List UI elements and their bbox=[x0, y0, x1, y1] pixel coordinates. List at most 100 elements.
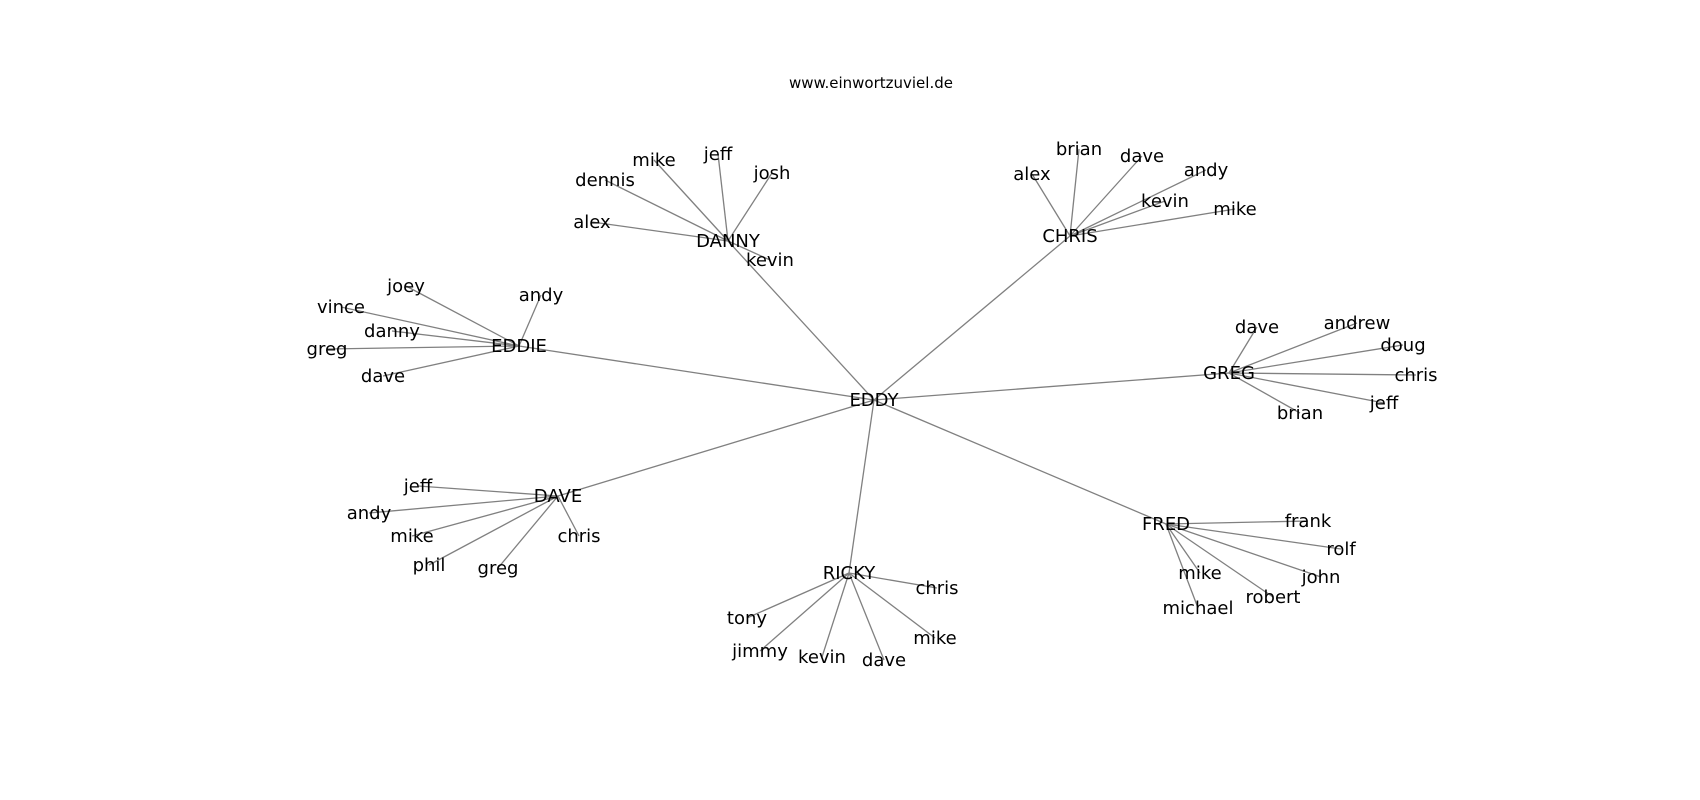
edge-eddie-dave bbox=[382, 345, 520, 377]
edge-center-fred bbox=[873, 399, 1167, 525]
leaf-node-label-danny-alex: alex bbox=[573, 212, 611, 233]
leaf-node-label-fred-john: john bbox=[1301, 567, 1341, 588]
edge-center-greg bbox=[873, 372, 1230, 401]
leaf-node-label-eddie-greg: greg bbox=[307, 339, 348, 360]
edge-center-danny bbox=[727, 240, 875, 401]
edge-eddie-andy bbox=[518, 294, 542, 347]
leaf-node-label-ricky-tony: tony bbox=[727, 608, 767, 629]
edge-danny-kevin bbox=[727, 240, 771, 261]
edge-fred-frank bbox=[1165, 520, 1309, 525]
edge-fred-mike bbox=[1165, 523, 1201, 574]
leaf-node-label-dave-andy: andy bbox=[347, 503, 392, 524]
leaf-node-label-dave-phil: phil bbox=[413, 555, 446, 576]
edge-chris-mike bbox=[1069, 208, 1236, 237]
edge-chris-dave bbox=[1069, 155, 1143, 237]
leaf-node-label-greg-dave: dave bbox=[1235, 317, 1279, 338]
center-node-label: EDDY bbox=[849, 390, 899, 411]
leaf-node-label-danny-kevin: kevin bbox=[746, 250, 794, 271]
edge-dave-phil bbox=[428, 495, 559, 566]
leaf-node-label-eddie-dave: dave bbox=[361, 366, 405, 387]
leaf-node-label-dave-chris: chris bbox=[557, 526, 600, 547]
edge-chris-kevin bbox=[1069, 200, 1166, 237]
edge-ricky-jimmy bbox=[759, 572, 850, 652]
leaf-node-label-chris-kevin: kevin bbox=[1141, 191, 1189, 212]
leaf-node-label-danny-josh: josh bbox=[753, 163, 791, 184]
edge-greg-chris bbox=[1228, 372, 1417, 376]
edge-danny-jeff bbox=[717, 153, 729, 242]
edge-fred-robert bbox=[1165, 523, 1274, 598]
hub-node-label-eddie: EDDIE bbox=[491, 336, 547, 357]
leaf-node-label-ricky-kevin: kevin bbox=[798, 647, 846, 668]
edge-center-eddie bbox=[518, 345, 875, 401]
leaf-node-label-greg-doug: doug bbox=[1380, 335, 1425, 356]
graph-edges bbox=[326, 148, 1417, 661]
leaf-node-label-chris-andy: andy bbox=[1184, 160, 1229, 181]
edge-chris-alex bbox=[1031, 173, 1071, 237]
leaf-node-label-greg-brian: brian bbox=[1277, 403, 1323, 424]
hub-node-label-chris: CHRIS bbox=[1042, 226, 1097, 247]
hub-node-label-greg: GREG bbox=[1203, 363, 1255, 384]
hub-node-label-danny: DANNY bbox=[696, 231, 761, 252]
leaf-node-label-ricky-dave: dave bbox=[862, 650, 906, 671]
leaf-node-label-fred-mike: mike bbox=[1178, 563, 1221, 584]
leaf-node-label-ricky-chris: chris bbox=[915, 578, 958, 599]
edge-dave-mike bbox=[411, 495, 559, 537]
site-title: www.einwortzuviel.de bbox=[789, 74, 953, 92]
leaf-node-label-dave-greg: greg bbox=[478, 558, 519, 579]
edge-danny-josh bbox=[727, 172, 773, 242]
edge-dave-andy bbox=[368, 495, 559, 514]
leaf-node-label-eddie-danny: danny bbox=[364, 321, 420, 342]
edge-ricky-kevin bbox=[821, 572, 850, 658]
leaf-node-label-dave-mike: mike bbox=[390, 526, 433, 547]
edge-ricky-tony bbox=[746, 572, 850, 619]
leaf-node-label-chris-brian: brian bbox=[1056, 139, 1102, 160]
edge-greg-brian bbox=[1228, 372, 1301, 414]
leaf-node-label-eddie-joey: joey bbox=[386, 276, 425, 297]
edge-eddie-vince bbox=[340, 306, 520, 347]
edge-dave-greg bbox=[497, 495, 559, 569]
leaf-node-label-greg-chris: chris bbox=[1394, 365, 1437, 386]
hub-node-label-fred: FRED bbox=[1142, 514, 1190, 535]
edge-greg-dave bbox=[1228, 326, 1258, 374]
leaf-node-label-eddie-andy: andy bbox=[519, 285, 564, 306]
edge-eddie-danny bbox=[391, 330, 520, 347]
edge-greg-andrew bbox=[1228, 322, 1358, 374]
edge-chris-andy bbox=[1069, 169, 1207, 237]
leaf-node-label-fred-robert: robert bbox=[1246, 587, 1301, 608]
edge-chris-brian bbox=[1069, 148, 1080, 237]
edge-fred-john bbox=[1165, 523, 1322, 578]
edge-fred-rolf bbox=[1165, 523, 1342, 550]
edge-dave-chris bbox=[557, 495, 580, 537]
edge-greg-jeff bbox=[1228, 372, 1385, 404]
edge-eddie-joey bbox=[405, 285, 520, 347]
leaf-node-label-greg-andrew: andrew bbox=[1324, 313, 1391, 334]
leaf-node-label-ricky-mike: mike bbox=[913, 628, 956, 649]
hub-node-label-dave: DAVE bbox=[534, 486, 582, 507]
edge-center-dave bbox=[557, 399, 875, 497]
edge-ricky-chris bbox=[848, 572, 938, 589]
leaf-node-label-dave-jeff: jeff bbox=[403, 476, 433, 497]
leaf-node-label-ricky-jimmy: jimmy bbox=[731, 641, 788, 662]
leaf-node-label-danny-dennis: dennis bbox=[575, 170, 635, 191]
leaf-node-label-greg-jeff: jeff bbox=[1369, 393, 1399, 414]
leaf-node-label-chris-alex: alex bbox=[1013, 164, 1051, 185]
hub-node-label-ricky: RICKY bbox=[823, 563, 877, 584]
edge-dave-jeff bbox=[417, 485, 559, 497]
leaf-node-label-fred-michael: michael bbox=[1163, 598, 1234, 619]
edge-danny-mike bbox=[653, 159, 729, 242]
leaf-node-label-chris-dave: dave bbox=[1120, 146, 1164, 167]
edge-eddie-greg bbox=[326, 345, 520, 350]
edge-center-chris bbox=[873, 235, 1071, 401]
leaf-node-label-danny-jeff: jeff bbox=[703, 144, 733, 165]
edge-ricky-mike bbox=[848, 572, 936, 639]
edge-ricky-dave bbox=[848, 572, 885, 661]
leaf-node-label-chris-mike: mike bbox=[1213, 199, 1256, 220]
edge-greg-doug bbox=[1228, 344, 1404, 374]
edge-fred-michael bbox=[1165, 523, 1199, 609]
edge-danny-alex bbox=[591, 221, 729, 242]
edge-center-ricky bbox=[848, 399, 875, 574]
leaf-node-label-fred-rolf: rolf bbox=[1326, 539, 1356, 560]
leaf-node-label-fred-frank: frank bbox=[1285, 511, 1332, 532]
